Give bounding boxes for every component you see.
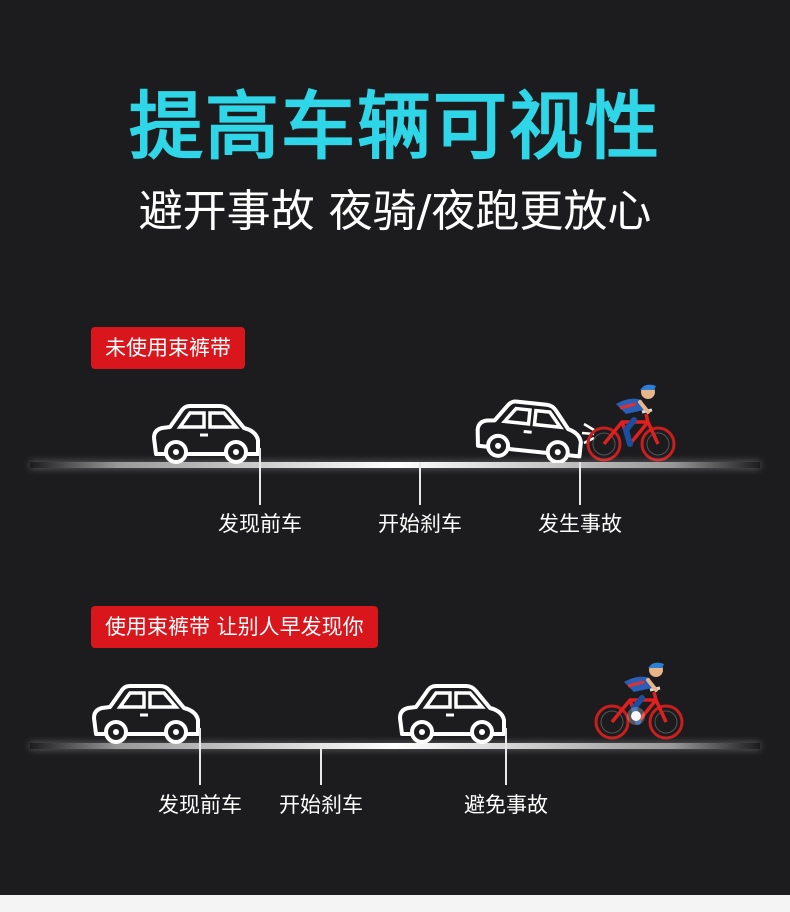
- car-icon: [398, 684, 506, 744]
- timeline-tick: [505, 728, 507, 785]
- step-label: 开始刹车: [279, 793, 363, 817]
- timeline-tick: [579, 462, 581, 505]
- step-label: 发现前车: [218, 512, 302, 536]
- timeline-tick: [259, 448, 261, 505]
- subtitle: 避开事故 夜骑/夜跑更放心: [138, 186, 652, 237]
- step-label: 发生事故: [538, 512, 622, 536]
- step-label: 发现前车: [158, 793, 242, 817]
- timeline-tick: [419, 462, 421, 505]
- road-line: [30, 743, 760, 749]
- step-label: 避免事故: [464, 793, 548, 817]
- timeline-tick: [199, 728, 201, 785]
- badge-with-belt: 使用束裤带 让别人早发现你: [91, 606, 378, 648]
- step-label: 开始刹车: [378, 512, 462, 536]
- main-title: 提高车辆可视性: [129, 84, 661, 170]
- badge-without-belt: 未使用束裤带: [91, 327, 245, 369]
- car-icon: [92, 684, 200, 744]
- cyclist-icon: [586, 384, 676, 462]
- timeline-tick: [320, 743, 322, 785]
- road-line: [30, 462, 760, 468]
- cyclist-icon: [594, 662, 684, 740]
- car-icon: [475, 399, 583, 463]
- bottom-strip: [0, 895, 790, 912]
- car-icon: [152, 404, 260, 464]
